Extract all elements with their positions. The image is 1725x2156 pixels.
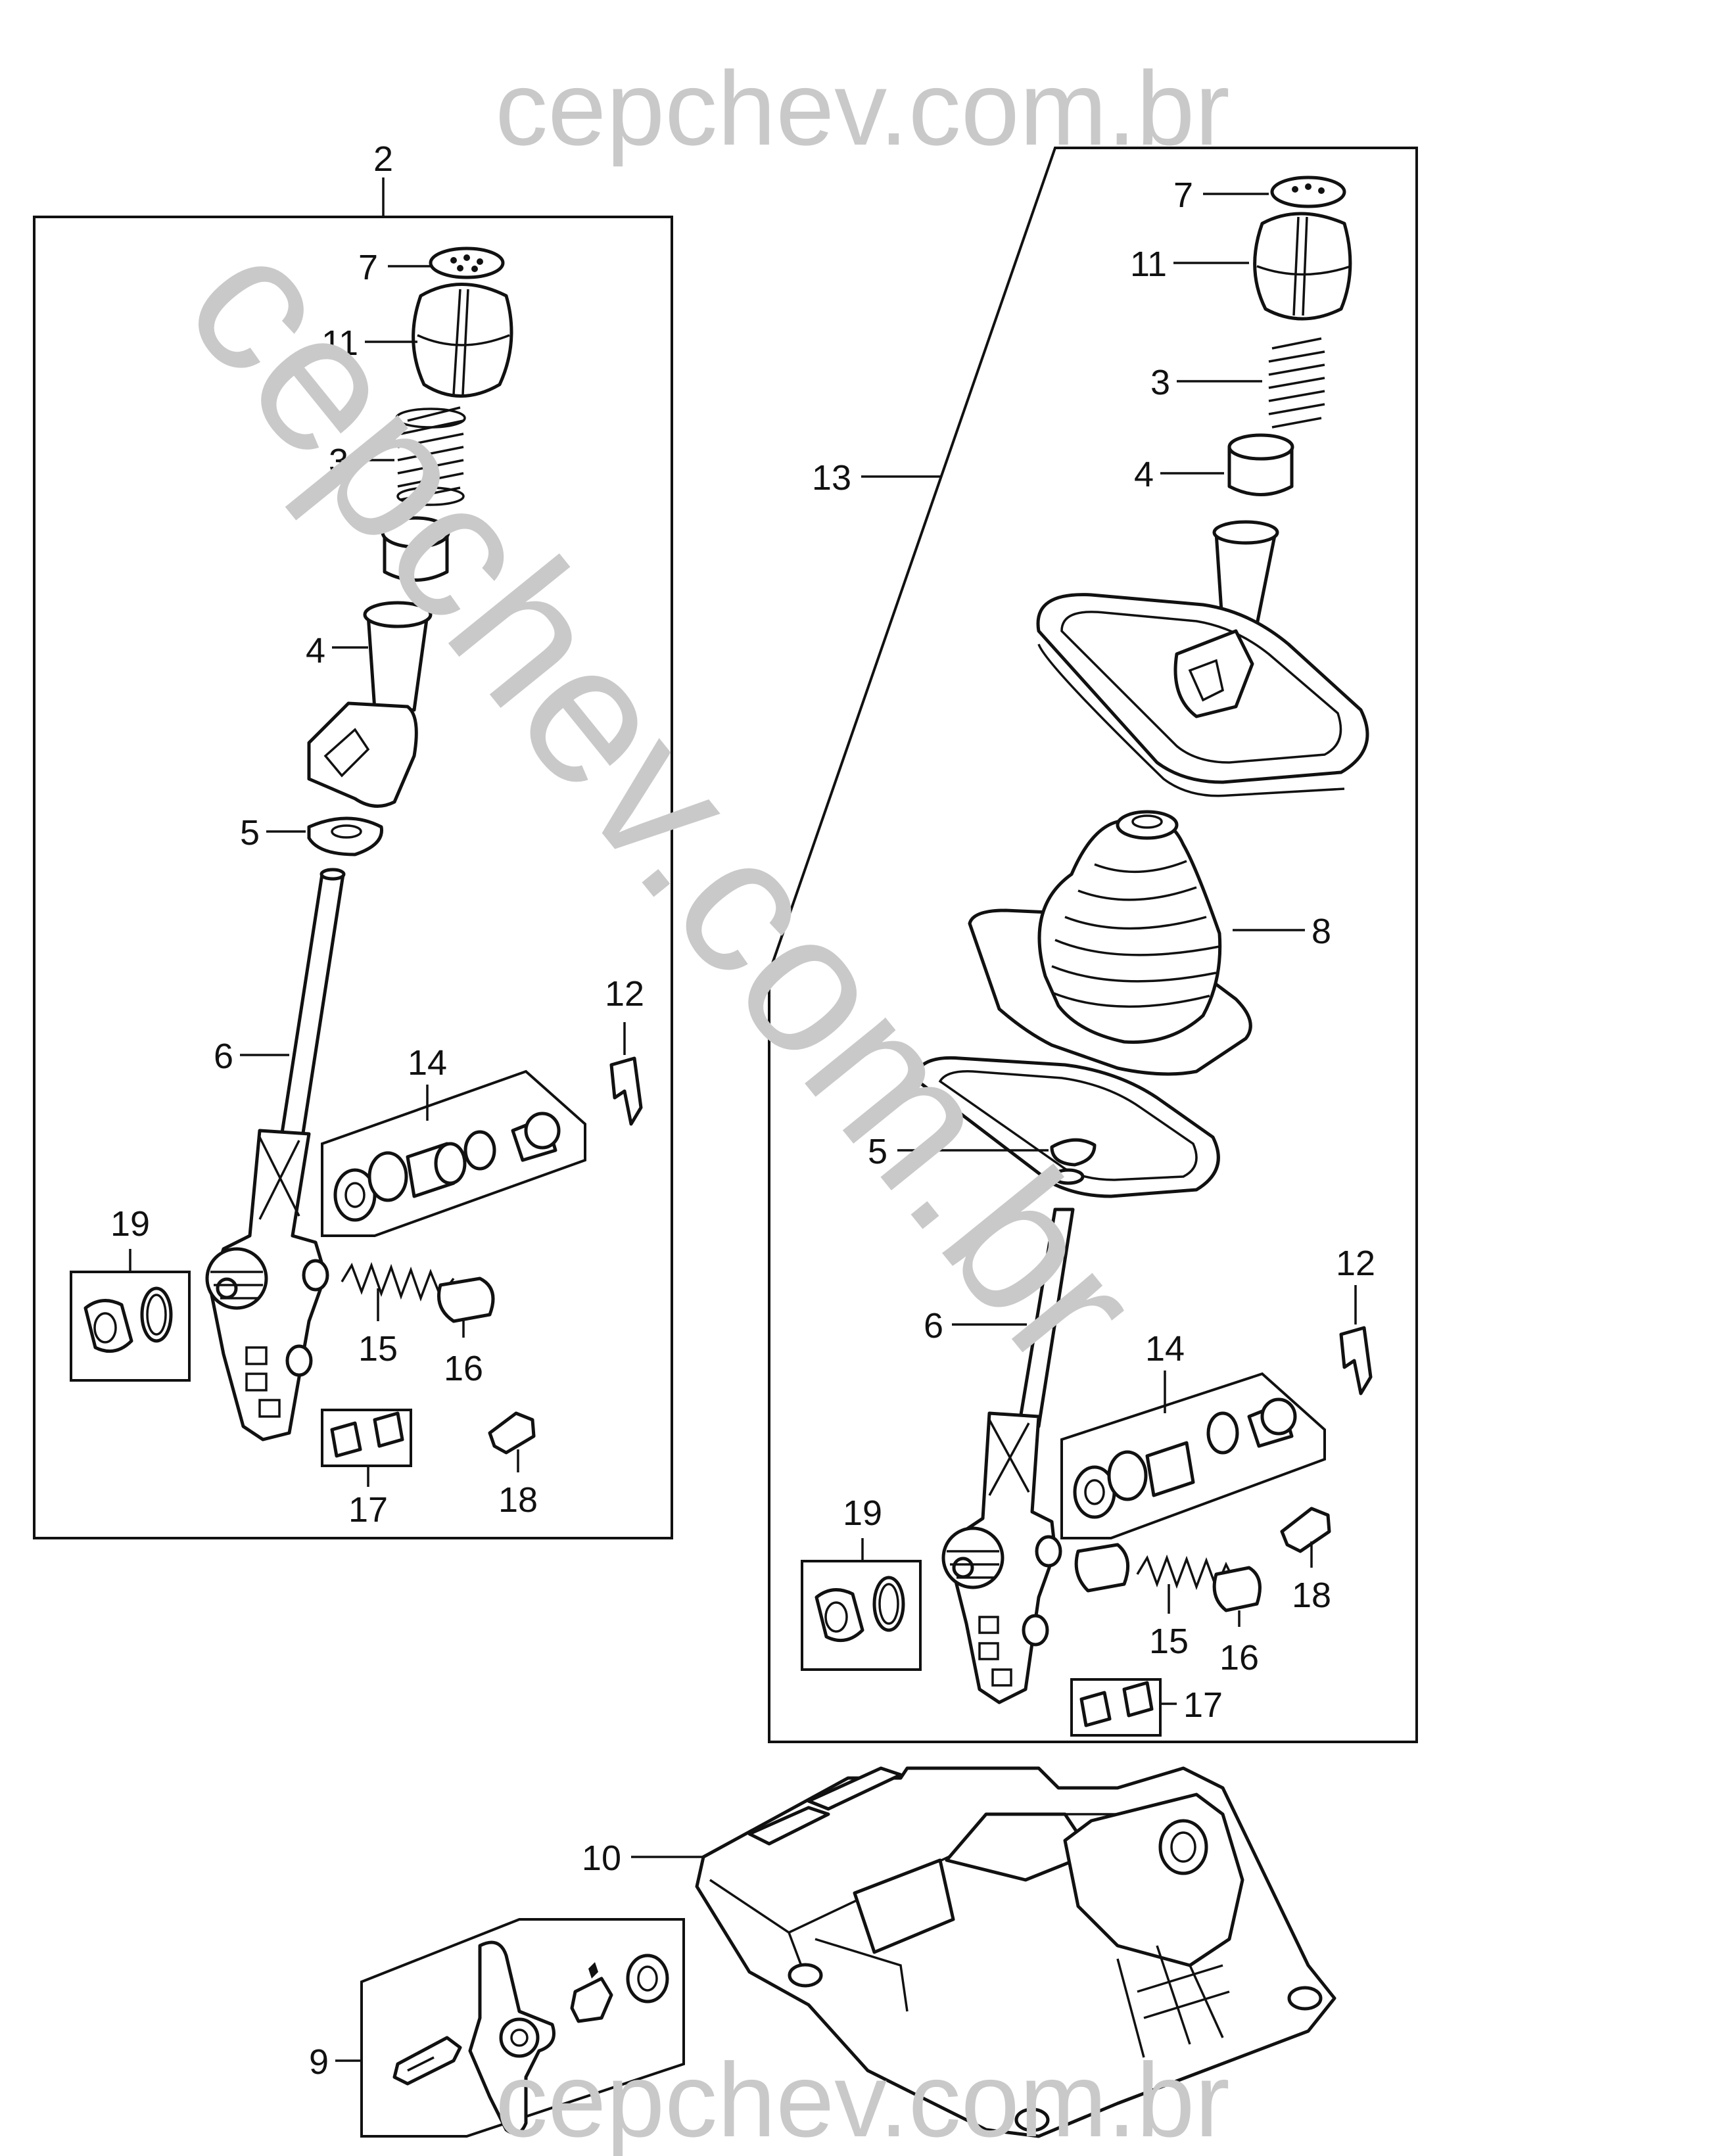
callout-15-right: 15	[1149, 1622, 1189, 1661]
callout-2: 2	[373, 139, 393, 179]
callout-4-right: 4	[1134, 455, 1154, 494]
callout-17-left: 17	[348, 1490, 388, 1530]
callout-14-right: 14	[1145, 1329, 1185, 1369]
callout-18-left: 18	[498, 1480, 538, 1520]
callout-4-left: 4	[306, 631, 325, 670]
callout-11-left: 11	[321, 323, 358, 363]
right-knob	[1253, 212, 1352, 321]
right-lever-sleeve	[1212, 433, 1294, 633]
left-pin-kit	[321, 1409, 412, 1467]
left-spring-small	[341, 1261, 455, 1302]
left-bolt	[488, 1411, 536, 1455]
callout-17-right: 17	[1183, 1685, 1223, 1725]
callout-11-right: 11	[1130, 245, 1167, 284]
callout-14-left: 14	[408, 1043, 447, 1083]
right-assembly-group: 13 7 11 3 4	[768, 147, 1418, 1743]
callout-16-right: 16	[1219, 1638, 1259, 1677]
callout-7-right: 7	[1173, 176, 1193, 215]
right-lower-gasket	[912, 1056, 1220, 1198]
left-assembly-group: 2 7 11 3 4	[33, 139, 673, 1539]
callout-18-right: 18	[1292, 1576, 1331, 1615]
left-knob-cap	[429, 246, 505, 279]
left-lever-sleeve	[307, 516, 450, 808]
left-plunger	[437, 1277, 495, 1323]
callout-10: 10	[582, 1839, 621, 1878]
right-upper-gasket	[1036, 593, 1369, 797]
callout-3-left: 3	[329, 442, 348, 481]
shifter-housing	[695, 1766, 1336, 2138]
right-pin-kit	[1070, 1678, 1162, 1737]
callout-5-left: 5	[240, 813, 260, 853]
callout-16-left: 16	[444, 1349, 483, 1388]
right-bushing	[1074, 1543, 1130, 1593]
watermark-top: cepchev.com.br	[495, 49, 1230, 167]
left-ring-kit	[70, 1271, 191, 1382]
callout-9: 9	[309, 2042, 329, 2082]
callout-15-left: 15	[358, 1329, 398, 1369]
right-boot	[968, 810, 1252, 1076]
right-bushing-kit	[1060, 1372, 1326, 1539]
left-knob	[412, 283, 513, 398]
left-group-frame	[33, 216, 673, 1539]
right-clip	[1339, 1326, 1373, 1395]
right-knob-cap	[1270, 176, 1346, 208]
right-plunger	[1212, 1566, 1262, 1612]
callout-7-left: 7	[358, 248, 378, 287]
callout-8: 8	[1311, 912, 1331, 951]
right-shift-lever	[941, 1207, 1075, 1704]
callout-12-right: 12	[1336, 1244, 1375, 1283]
right-ring-kit	[801, 1560, 922, 1671]
callout-19-right: 19	[843, 1493, 882, 1533]
right-group-frame	[768, 147, 1418, 1743]
left-spring	[395, 406, 466, 506]
callout-3-right: 3	[1150, 363, 1170, 402]
selector-kit	[360, 1918, 685, 2138]
left-clip	[609, 1056, 643, 1126]
callout-6-right: 6	[924, 1306, 943, 1346]
watermark-diagonal: cepchev.com.br	[144, 197, 1183, 1407]
watermark-bottom: cepchev.com.br	[495, 2041, 1230, 2156]
callout-5-right: 5	[868, 1132, 887, 1171]
right-spring	[1268, 337, 1325, 429]
left-bushing-kit	[321, 1069, 586, 1237]
left-shift-lever	[205, 868, 346, 1441]
callout-12-left: 12	[605, 974, 644, 1014]
callout-19-left: 19	[110, 1204, 150, 1244]
right-nut	[1050, 1138, 1097, 1167]
callout-13: 13	[812, 458, 851, 498]
callout-6-left: 6	[214, 1037, 233, 1076]
right-bolt	[1280, 1507, 1331, 1553]
